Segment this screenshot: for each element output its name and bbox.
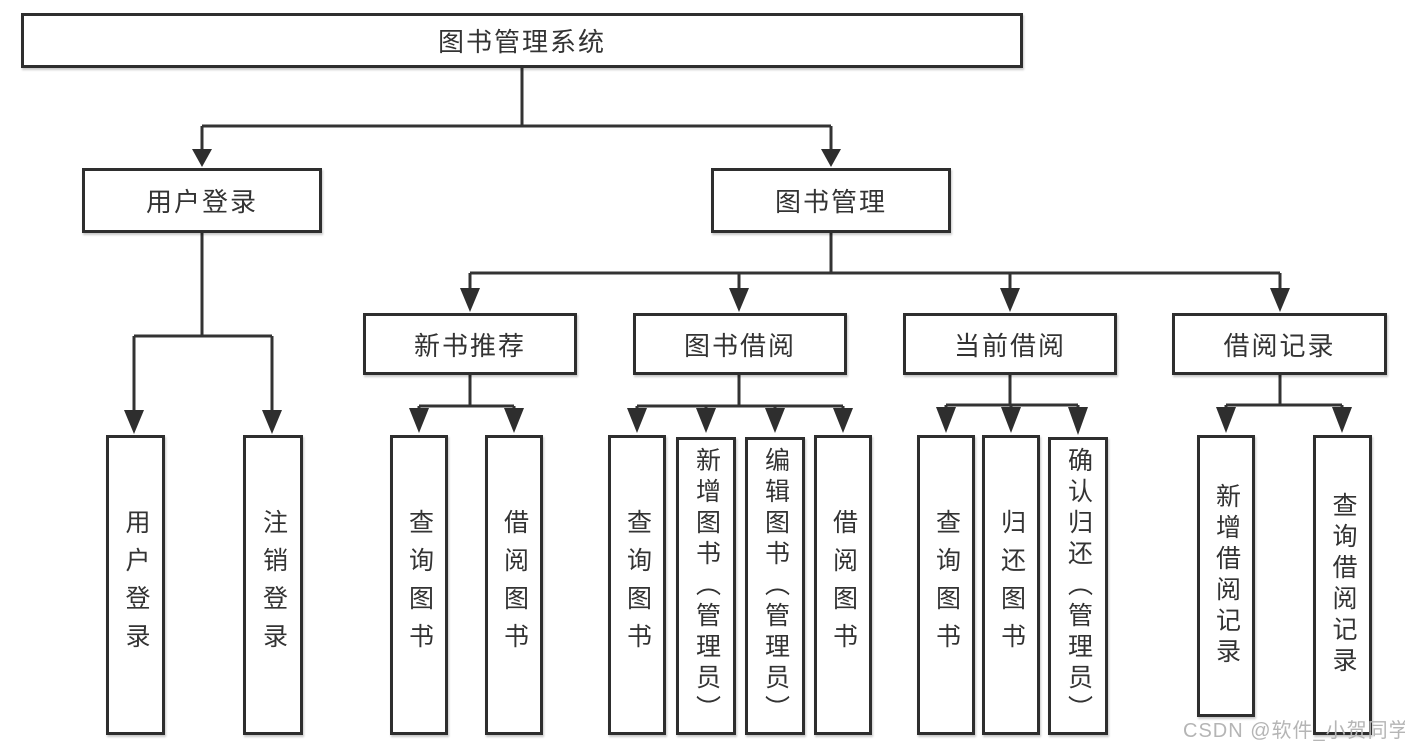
arrowhead xyxy=(696,408,716,433)
arrowhead xyxy=(821,149,841,167)
arrowhead xyxy=(124,410,144,434)
node-book-borrow: 图书借阅 xyxy=(633,313,847,375)
arrowhead xyxy=(504,408,524,433)
arrowhead xyxy=(460,288,480,312)
connector-new-books-branch xyxy=(409,375,524,433)
leaf-query-borrow-record: 查询借阅记录 xyxy=(1313,435,1372,735)
connector-book-borrow-branch xyxy=(627,375,853,433)
connector-borrow-records-branch xyxy=(1216,375,1352,433)
leaf-add-borrow-record: 新增借阅记录 xyxy=(1197,435,1255,717)
leaf-edit-books-admin: 编辑图书（管理员） xyxy=(745,437,805,735)
node-user-login: 用户登录 xyxy=(82,168,322,233)
leaf-query-books-current: 查询图书 xyxy=(917,435,975,735)
node-borrow-records: 借阅记录 xyxy=(1172,313,1387,375)
arrowhead xyxy=(192,149,212,167)
connector-current-borrow-branch xyxy=(936,375,1088,435)
node-library-system: 图书管理系统 xyxy=(21,13,1023,68)
arrowhead xyxy=(765,408,785,433)
arrowhead xyxy=(936,407,956,433)
arrowhead xyxy=(262,410,282,434)
arrowhead xyxy=(729,288,749,312)
arrowhead xyxy=(833,408,853,433)
leaf-borrow-books: 借阅图书 xyxy=(814,435,872,735)
arrowhead xyxy=(1216,407,1236,433)
leaf-query-books-borrow: 查询图书 xyxy=(608,435,666,735)
node-current-borrow: 当前借阅 xyxy=(903,313,1117,375)
leaf-borrow-books-recommend: 借阅图书 xyxy=(485,435,543,735)
arrowhead xyxy=(1270,288,1290,312)
leaf-confirm-return-admin: 确认归还（管理员） xyxy=(1048,437,1108,735)
arrowhead xyxy=(1068,407,1088,435)
arrowhead xyxy=(1332,407,1352,433)
node-new-book-recommend: 新书推荐 xyxy=(363,313,577,375)
leaf-add-books-admin: 新增图书（管理员） xyxy=(676,437,736,735)
leaf-return-books: 归还图书 xyxy=(982,435,1040,735)
connector-book-mgmt-branch xyxy=(460,233,1290,312)
arrowhead xyxy=(1001,407,1021,433)
leaf-logout: 注销登录 xyxy=(243,435,303,735)
arrowhead xyxy=(409,408,429,433)
arrowhead xyxy=(627,408,647,433)
leaf-user-login: 用户登录 xyxy=(106,435,165,735)
leaf-query-books-recommend: 查询图书 xyxy=(390,435,448,735)
arrowhead xyxy=(1000,288,1020,312)
node-book-management: 图书管理 xyxy=(711,168,951,233)
connector-root-to-level2 xyxy=(192,68,841,167)
connector-user-login-branch xyxy=(124,233,282,434)
csdn-watermark: CSDN @软件_小贺同学 xyxy=(1183,720,1405,742)
